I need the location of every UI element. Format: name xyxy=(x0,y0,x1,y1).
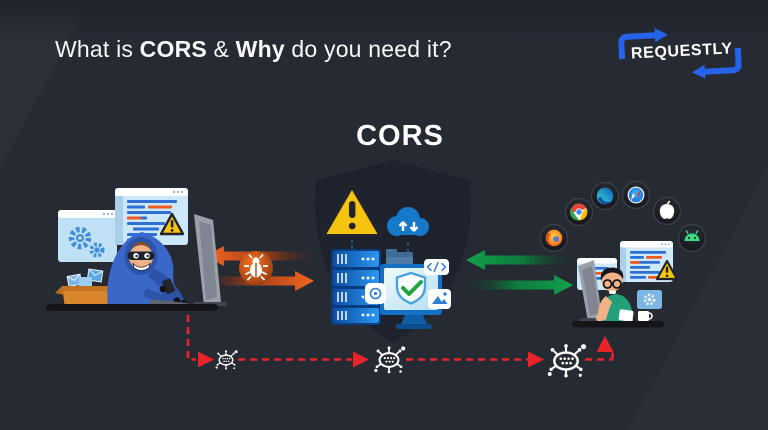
green-arrow-left-icon xyxy=(466,250,570,270)
shield-check-icon xyxy=(395,271,427,305)
warning-icon xyxy=(159,212,185,236)
title-part: do you need it? xyxy=(284,36,452,62)
settings-window-icon xyxy=(637,290,662,309)
developer-scene xyxy=(539,180,707,328)
requestly-logo: REQUESTLY xyxy=(609,22,752,85)
title-why: Why xyxy=(235,36,285,62)
warning-icon xyxy=(655,259,679,281)
bug-icon xyxy=(239,251,273,285)
virus-icon xyxy=(546,342,588,379)
image-badge-icon xyxy=(428,289,451,309)
title-part: & xyxy=(206,36,236,62)
page-title: What is CORS & Why do you need it? xyxy=(55,36,452,63)
allowed-arrows xyxy=(466,250,573,295)
hacker-figure xyxy=(107,232,189,308)
settings-window-icon xyxy=(58,210,117,262)
virus-icon xyxy=(214,349,239,371)
code-badge-icon xyxy=(424,259,449,275)
green-arrow-right-icon xyxy=(468,275,573,295)
secure-monitor-icon xyxy=(380,264,442,329)
logo-arrows-icon xyxy=(618,28,742,79)
android-icon xyxy=(677,223,707,253)
hacker-desk xyxy=(46,304,218,311)
firefox-icon xyxy=(539,223,569,253)
server-rack-icon xyxy=(331,249,381,325)
coffee-cup-icon xyxy=(638,311,653,321)
malware-path xyxy=(186,315,614,361)
warning-icon xyxy=(321,184,383,238)
code-window-icon xyxy=(620,241,673,282)
developer-figure xyxy=(596,267,634,322)
cloud-sync-icon xyxy=(387,207,429,236)
apple-icon xyxy=(652,196,682,226)
hacker-scene xyxy=(46,188,227,311)
chrome-icon xyxy=(564,197,594,227)
cors-shield-illustration xyxy=(315,160,471,343)
safari-icon xyxy=(621,180,651,210)
browser-arc xyxy=(539,180,707,253)
edge-icon xyxy=(590,181,620,211)
scan-badge-icon xyxy=(365,283,386,304)
title-part: What is xyxy=(55,36,140,62)
cors-heading: CORS xyxy=(356,120,444,152)
virus-icon xyxy=(373,345,407,375)
developer-desk xyxy=(572,321,664,328)
title-cors: CORS xyxy=(139,36,207,62)
attack-arrows xyxy=(205,246,314,291)
malware-path-arrowheads xyxy=(198,336,614,368)
